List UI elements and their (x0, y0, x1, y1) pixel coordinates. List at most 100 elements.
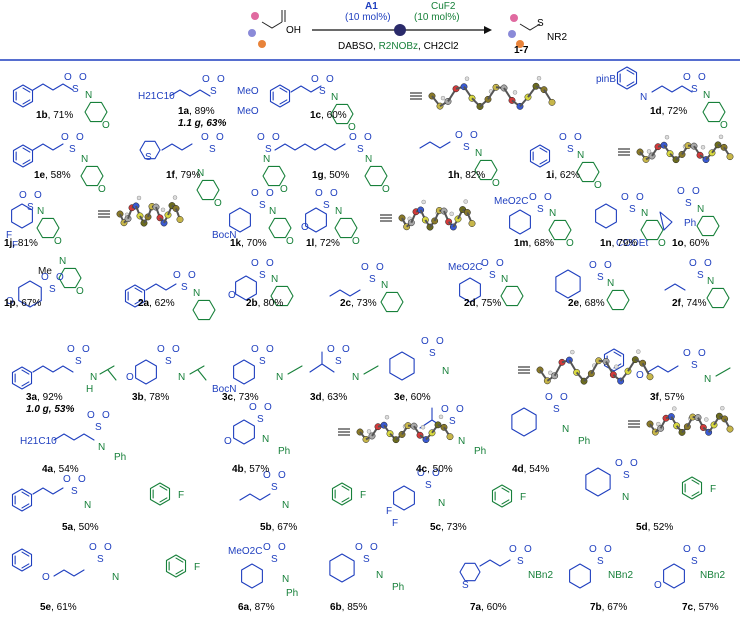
sulfur-atom-label-29: S (95, 422, 102, 433)
cyclohexane-ring-1j (11, 203, 33, 229)
compound-yield: , 62% (554, 170, 580, 181)
sulfonyl-oxygen-label-16: O (41, 272, 49, 283)
compound-label-5b: 5b, 67% (260, 522, 297, 534)
xtal-atom (646, 373, 654, 381)
compound-label-1p: 1p, 67% (4, 298, 41, 310)
nbn2-label-7c: NBn2 (700, 570, 726, 581)
sulfonyl-oxygen-label-b-27: O (436, 336, 444, 347)
compound-id: 2f (672, 298, 681, 309)
compound-label-1h: 1h, 82% (448, 170, 485, 182)
amine-nitrogen-label-21: N (501, 274, 509, 285)
compound-label-1g: 1g, 50% (312, 170, 349, 182)
xtal-hydrogen (449, 211, 454, 217)
compound-label-1j: 1j, 81% (4, 238, 38, 250)
sulfonyl-oxygen-label-41: O (589, 544, 597, 555)
compound-label-3d: 3d, 63% (310, 392, 347, 404)
sulfonyl-oxygen-label-21: O (589, 260, 597, 271)
amine-nitrogen-label-6b: N (376, 570, 384, 581)
fluorophenyl-ring-5d (681, 476, 703, 500)
compound-yield: , 79% (611, 238, 638, 249)
product-structures (11, 66, 731, 589)
cyclohexane-ring-2d (459, 277, 481, 303)
amine-nitrogen-label-22: N (607, 278, 615, 289)
sulfonyl-oxygen-label-b-33: O (78, 474, 86, 485)
compound-yield: , 60% (405, 392, 431, 403)
fluorophenyl-ring-5e (165, 554, 187, 578)
amine-nitrogen-label-12: N (269, 206, 277, 217)
amine-nitrogen-label-11: N (37, 206, 45, 217)
xtal-hydrogen (704, 417, 709, 422)
compound-id: 7c (682, 602, 694, 613)
xtal-hydrogen (463, 199, 468, 204)
morpholine-oxygen-label-7: O (280, 184, 288, 195)
sulfonyl-oxygen-label-b-20: O (496, 258, 504, 269)
morpholine-oxygen-label-15: O (658, 238, 666, 249)
sulfur-atom-label-27: S (429, 348, 436, 359)
amine-ring-5 (80, 165, 104, 187)
amine-ring-15 (640, 219, 664, 241)
compound-label-5c: 5c, 73% (430, 522, 467, 534)
amine-ring-3 (330, 103, 354, 125)
compound-yield: , 79% (174, 170, 201, 181)
phenyl-label-1o: Ph (684, 218, 697, 229)
compound-id: 1h (448, 170, 460, 181)
sulfur-atom-label-8: S (463, 142, 470, 153)
xtal-atom (446, 433, 454, 441)
benzene-ring-1e-double-bonds (15, 147, 31, 165)
compound-id: 1p (4, 298, 16, 309)
crystal-structure-1c (410, 76, 556, 110)
thp-oxygen-label-1l: O (301, 222, 309, 233)
compound-id: 1b (36, 110, 48, 121)
amine-nitrogen-label-4c: N (458, 436, 466, 447)
compound-yield: , 52% (647, 522, 674, 533)
sulfonyl-oxygen-label-b-2: O (326, 74, 334, 85)
chain-2f (664, 283, 686, 291)
phenyl-label-4a: Ph (114, 452, 127, 463)
xtal-hydrogen (720, 405, 725, 411)
sulfonyl-oxygen-label-b-13: O (544, 192, 552, 203)
oxa-bicycle-oxygen-label-1p: O (6, 296, 14, 307)
amine-nitrogen-label-5c: N (438, 498, 446, 509)
compound-label-4a: 4a, 54% (42, 464, 79, 476)
xtal-hydrogen (672, 406, 677, 411)
fluorine-label-1j-a: F (6, 230, 13, 241)
fluorine-label-5c-b: F (392, 518, 399, 529)
sulfur-atom-label-30: S (257, 414, 264, 425)
compound-label-6a: 6a, 87% (238, 602, 275, 614)
sulfur-atom-label-0: S (72, 84, 79, 95)
catalyst-loading: (10 mol%) (345, 12, 391, 23)
sulfur-atom-label-7: S (357, 144, 364, 155)
compound-yield: , 92% (37, 392, 63, 403)
sulfonyl-oxygen-label-b-12: O (330, 188, 338, 199)
thp-ring-3b (135, 359, 157, 385)
crystal-structure-1j (98, 195, 184, 227)
fluorophenyl-ring-5b-double-bonds (334, 485, 350, 503)
compound-label-7b: 7b, 67% (590, 602, 627, 614)
amine-ring-13 (334, 217, 358, 239)
morpholine-oxygen-label-3: O (348, 122, 356, 133)
thp-oxygen-label-2b: O (228, 290, 236, 301)
product-nr2-label: NR2 (547, 32, 568, 43)
compound-yield: , 73% (351, 298, 377, 309)
chain-5e (53, 569, 85, 577)
amine-ring-23 (706, 287, 730, 309)
amine-nitrogen-label-23: N (707, 276, 715, 287)
compound-id: 1o (672, 238, 684, 249)
compound-id: 4b (232, 464, 244, 475)
sulfonyl-oxygen-label-b-11: O (266, 188, 274, 199)
sulfur-atom-label-28: S (691, 360, 698, 371)
compound-label-6b: 6b, 85% (330, 602, 367, 614)
compound-label-1o: 1o, 60% (672, 238, 709, 250)
sulfur-atom-label-37: S (97, 554, 104, 565)
compound-yield: , 73% (233, 392, 259, 403)
sulfur-atom-label-32: S (553, 404, 560, 415)
sulfonyl-oxygen-label-b-39: O (370, 542, 378, 553)
crystal-structure-1i (618, 134, 734, 164)
copper-label: CuF2 (431, 1, 456, 12)
compound-id: 6b (330, 602, 342, 613)
amine-ring-16 (696, 215, 720, 237)
morpholine-oxygen-label-14: O (566, 238, 574, 249)
amine-nitrogen-label-5e: N (112, 572, 120, 583)
sulfur-atom-label-19: S (369, 274, 376, 285)
cyclohexane-ring-5c (393, 485, 415, 511)
